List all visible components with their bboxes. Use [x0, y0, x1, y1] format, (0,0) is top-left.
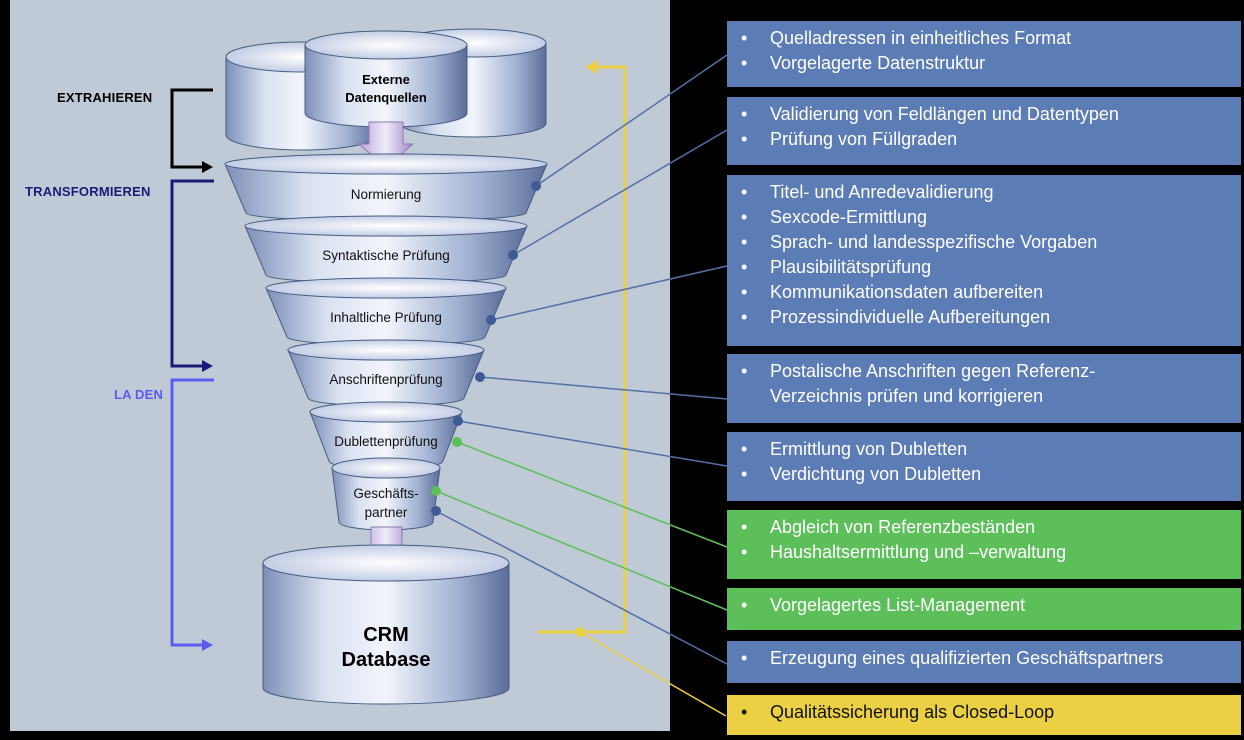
funnel-tier — [287, 339, 485, 407]
info-item: Ermittlung von Dubletten — [741, 437, 1241, 462]
source-label-line1: Externe — [362, 72, 410, 87]
info-box-list: Ermittlung von Dubletten Verdichtung von… — [741, 437, 1241, 487]
info-item: Prozessindividuelle Aufbereitungen — [741, 305, 1241, 330]
info-item: Vorgelagerte Datenstruktur — [741, 51, 1241, 76]
connector-line — [490, 265, 728, 321]
info-box-list: Titel- und Anredevalidierung Sexcode-Erm… — [741, 180, 1241, 330]
connector-line — [579, 631, 727, 717]
stage-syntaktische-pruefung: Syntaktische Prüfung — [322, 248, 450, 263]
info-item: Verdichtung von Dubletten — [741, 462, 1241, 487]
connector-line — [512, 129, 728, 256]
funnel-tier — [265, 277, 507, 346]
info-item: Abgleich von Referenzbeständen — [741, 515, 1241, 540]
info-item: Quelladressen in einheitliches Format — [741, 26, 1241, 51]
connector-line — [456, 441, 728, 548]
crm-database-label: CRM Database — [316, 623, 456, 673]
info-box-list: Postalische Anschriften gegen Referenz-V… — [741, 359, 1171, 409]
funnel-tier — [244, 215, 528, 284]
closed-loop-arrow — [537, 65, 627, 634]
info-box: Quelladressen in einheitliches Format Vo… — [727, 21, 1241, 87]
stage-geschaeftspartner: Geschäfts- partner — [326, 484, 446, 522]
info-box-list: Erzeugung eines qualifizierten Geschäfts… — [741, 646, 1241, 671]
info-item: Qualitätssicherung als Closed-Loop — [741, 700, 1241, 725]
closed-loop-arrowhead — [585, 60, 597, 74]
info-box: Abgleich von Referenzbeständen Haushalts… — [727, 510, 1241, 579]
info-box-list: Vorgelagertes List-Management — [741, 593, 1241, 618]
connector-line — [457, 420, 728, 467]
phase-transform-label: TRANSFORMIEREN — [25, 184, 151, 199]
source-label-line2: Datenquellen — [345, 90, 427, 105]
stage-normierung: Normierung — [350, 187, 422, 202]
info-item: Validierung von Feldlängen und Datentype… — [741, 102, 1241, 127]
info-item: Sprach- und landesspezifische Vorgaben — [741, 230, 1241, 255]
funnel-tier — [331, 457, 441, 531]
funnel-tier — [224, 153, 548, 222]
connector-dot — [475, 372, 485, 382]
info-box: Titel- und Anredevalidierung Sexcode-Erm… — [727, 175, 1241, 346]
connector-dot — [431, 506, 441, 516]
info-item: Prüfung von Füllgraden — [741, 127, 1241, 152]
info-box-list: Validierung von Feldlängen und Datentype… — [741, 102, 1241, 152]
info-item: Haushaltsermittlung und –verwaltung — [741, 540, 1241, 565]
info-item: Titel- und Anredevalidierung — [741, 180, 1241, 205]
connector-line — [435, 490, 728, 611]
info-item: Postalische Anschriften gegen Referenz-V… — [741, 359, 1171, 409]
stage-anschriftenpruefung: Anschriftenprüfung — [329, 372, 443, 387]
info-item: Plausibilitätsprüfung — [741, 255, 1241, 280]
extract-bracket — [170, 88, 213, 169]
connector-dot — [431, 486, 441, 496]
info-item: Erzeugung eines qualifizierten Geschäfts… — [741, 646, 1241, 671]
crm-database-line1: CRM — [363, 624, 409, 646]
info-box-list: Qualitätssicherung als Closed-Loop — [741, 700, 1241, 725]
info-item: Kommunikationsdaten aufbereiten — [741, 280, 1241, 305]
connector-line — [535, 54, 728, 187]
connector-dot — [508, 250, 518, 260]
info-box-list: Abgleich von Referenzbeständen Haushalts… — [741, 515, 1241, 565]
load-bracket — [170, 378, 214, 647]
info-box: Validierung von Feldlängen und Datentype… — [727, 97, 1241, 165]
stage-geschaeftspartner-line2: partner — [364, 505, 408, 520]
info-box: Qualitätssicherung als Closed-Loop — [727, 695, 1241, 735]
transform-bracket — [170, 179, 214, 368]
connector-dot — [486, 315, 496, 325]
info-box-list: Quelladressen in einheitliches Format Vo… — [741, 26, 1241, 76]
info-box: Vorgelagertes List-Management — [727, 588, 1241, 630]
stage-geschaeftspartner-line1: Geschäfts- — [353, 486, 419, 501]
connector-dot — [575, 627, 585, 637]
phase-extract-label: EXTRAHIEREN — [57, 90, 153, 105]
info-item: Vorgelagertes List-Management — [741, 593, 1241, 618]
connector-dot — [452, 437, 462, 447]
crm-database-cylinder — [262, 544, 510, 705]
info-box: Ermittlung von Dubletten Verdichtung von… — [727, 432, 1241, 501]
connector-line — [479, 376, 728, 400]
phase-load-label: LA DEN — [114, 387, 164, 402]
info-box: Erzeugung eines qualifizierten Geschäfts… — [727, 641, 1241, 683]
connector-dot — [531, 181, 541, 191]
connector-dot — [453, 416, 463, 426]
crm-database-line2: Database — [341, 649, 431, 671]
source-label: Externe Datenquellen — [316, 71, 456, 107]
info-item: Sexcode-Ermittlung — [741, 205, 1241, 230]
connector-line — [435, 510, 728, 665]
stage-dublettenpruefung: Dublettenprüfung — [334, 434, 438, 449]
stage-inhaltliche-pruefung: Inhaltliche Prüfung — [330, 310, 442, 325]
info-box: Postalische Anschriften gegen Referenz-V… — [727, 354, 1241, 423]
